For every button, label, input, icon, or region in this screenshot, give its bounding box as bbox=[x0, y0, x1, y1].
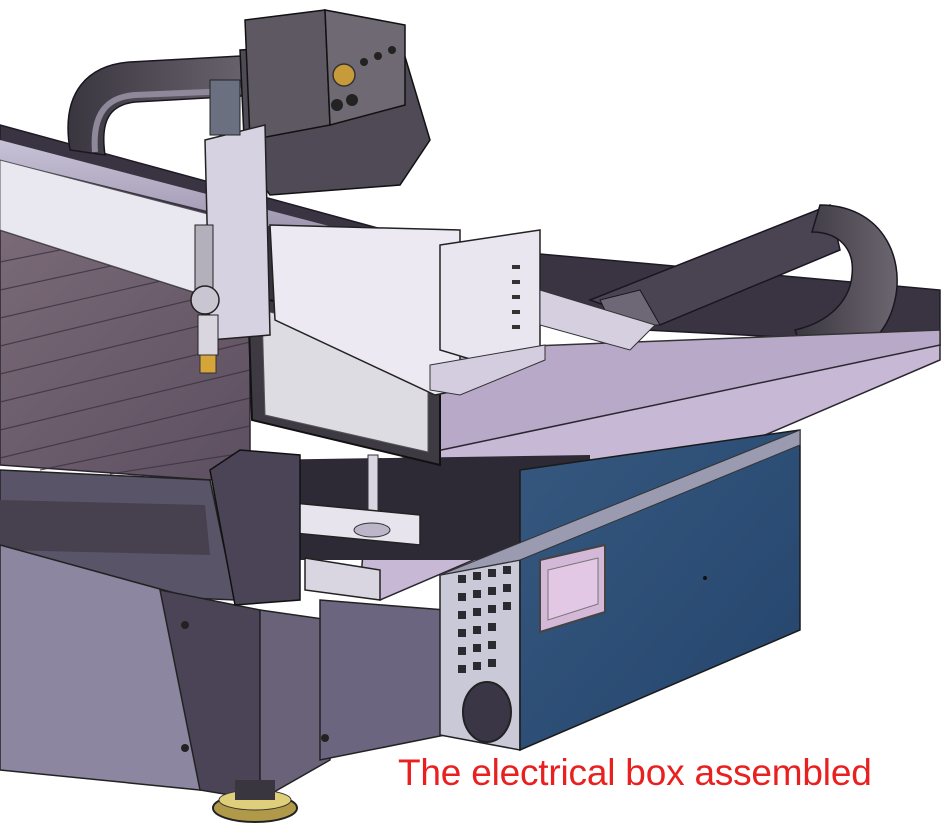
caption-label: The electrical box assembled bbox=[398, 752, 872, 793]
gantry-carriage bbox=[190, 9, 656, 396]
machine-base bbox=[0, 469, 446, 823]
rail-end-cover bbox=[209, 449, 301, 606]
electrical-box bbox=[439, 429, 801, 752]
cable-chain-front bbox=[587, 203, 898, 369]
